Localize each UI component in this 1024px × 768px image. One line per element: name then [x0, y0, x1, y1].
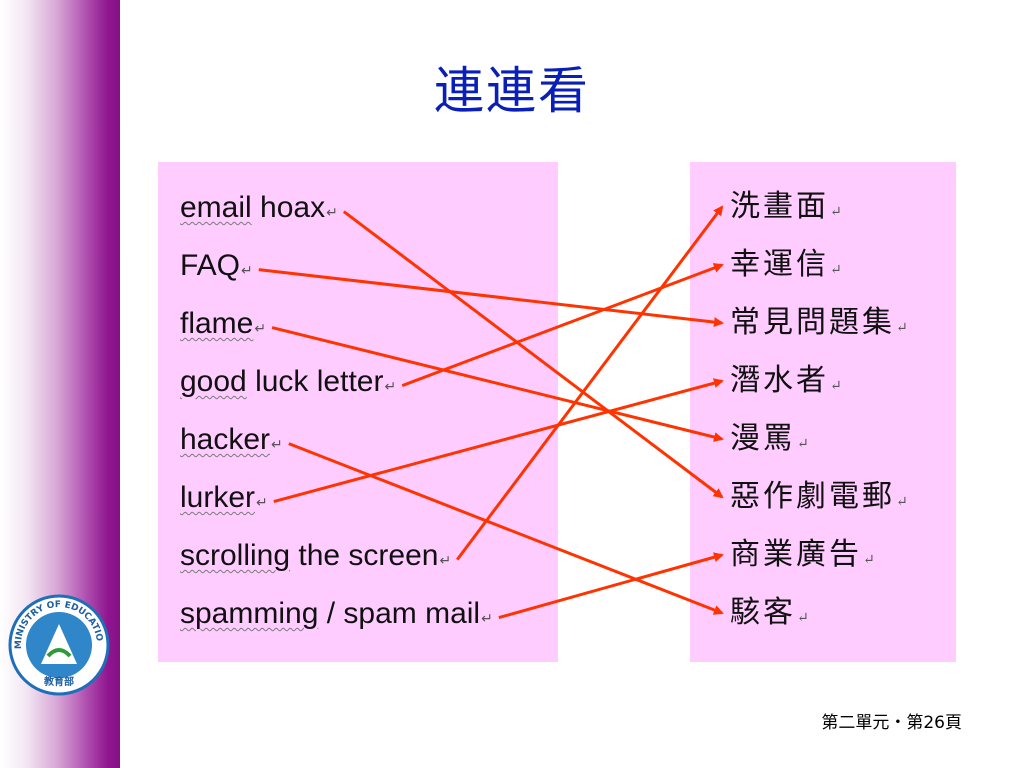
chinese-term: 常見問題集↵	[730, 305, 911, 340]
english-term: email hoax↵	[180, 191, 338, 224]
return-mark-icon: ↵	[439, 552, 452, 568]
return-mark-icon: ↵	[797, 436, 812, 452]
slide-title: 連連看	[434, 62, 590, 120]
match-arrow	[456, 205, 724, 561]
return-mark-icon: ↵	[797, 610, 812, 626]
chinese-term: 漫罵↵	[730, 421, 812, 456]
match-arrow	[288, 442, 724, 615]
ministry-of-education-logo: MINISTRY OF EDUCATION 教育部	[8, 594, 110, 696]
english-term: hacker↵	[180, 423, 283, 456]
chinese-term: 商業廣告↵	[730, 537, 878, 572]
english-term: scrolling the screen↵	[180, 539, 452, 572]
return-mark-icon: ↵	[384, 378, 397, 394]
match-arrow	[342, 210, 724, 499]
return-mark-icon: ↵	[326, 204, 338, 220]
english-terms-panel	[158, 162, 558, 662]
english-term: FAQ↵	[180, 249, 253, 282]
return-mark-icon: ↵	[256, 494, 268, 510]
chinese-term: 洗畫面↵	[730, 189, 845, 224]
english-term: lurker↵	[180, 481, 268, 514]
match-arrow	[498, 552, 724, 620]
return-mark-icon: ↵	[896, 494, 911, 510]
chinese-term: 幸運信↵	[730, 247, 845, 282]
page-footer: 第二單元・第26頁	[821, 713, 962, 733]
return-mark-icon: ↵	[271, 436, 283, 452]
return-mark-icon: ↵	[481, 610, 493, 626]
match-arrow	[273, 378, 724, 504]
return-mark-icon: ↵	[830, 204, 845, 220]
match-arrow	[258, 268, 724, 328]
return-mark-icon: ↵	[896, 320, 911, 336]
english-term: good luck letter↵	[180, 365, 397, 398]
match-arrow	[271, 326, 724, 442]
chinese-term: 駭客↵	[730, 595, 812, 630]
english-term: flame↵	[180, 307, 267, 340]
return-mark-icon: ↵	[830, 378, 845, 394]
match-arrow	[401, 263, 724, 388]
return-mark-icon: ↵	[254, 320, 267, 336]
logo-inner-text: 教育部	[43, 675, 74, 688]
chinese-term: 惡作劇電郵↵	[730, 479, 911, 514]
return-mark-icon: ↵	[863, 552, 878, 568]
chinese-term: 潛水者↵	[730, 363, 845, 398]
chinese-terms-panel	[690, 162, 956, 662]
return-mark-icon: ↵	[241, 262, 253, 278]
english-term: spamming / spam mail↵	[180, 597, 493, 630]
return-mark-icon: ↵	[830, 262, 845, 278]
